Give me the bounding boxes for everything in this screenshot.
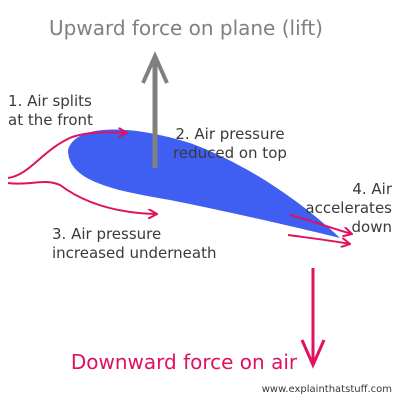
upward-force-title: Upward force on plane (lift) — [49, 16, 323, 40]
airflow-incoming-bottom — [7, 181, 157, 214]
step-2-label: 2. Air pressure reduced on top — [173, 125, 287, 162]
lift-arrow-head — [141, 51, 169, 84]
airfoil — [68, 129, 340, 238]
downforce-arrow-head — [300, 339, 326, 369]
step-4-label: 4. Air accelerates down — [305, 180, 392, 236]
downward-force-title: Downward force on air — [70, 350, 298, 374]
step-1-label: 1. Air splits at the front — [8, 92, 93, 129]
airflow-trailing-upper — [289, 214, 352, 234]
airflow-trailing-lower — [287, 234, 350, 244]
step-3-label: 3. Air pressure increased underneath — [52, 225, 217, 262]
airflow-incoming-top — [7, 132, 127, 179]
site-credit: www.explainthatstuff.com — [261, 384, 392, 395]
